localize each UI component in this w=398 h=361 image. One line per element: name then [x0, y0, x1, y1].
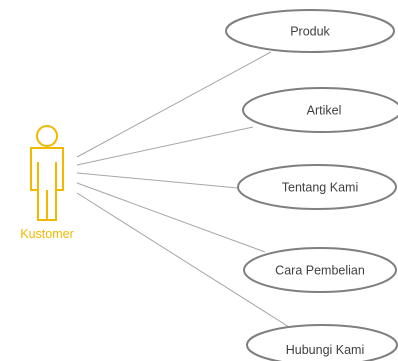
association-hubungi-kami — [76, 192, 290, 328]
use-case-label: Produk — [290, 25, 330, 39]
use-case-ellipse — [243, 247, 397, 293]
actor-kustomer[interactable]: Kustomer — [20, 125, 74, 241]
actor-figure-icon — [30, 125, 64, 221]
use-case-produk[interactable]: Produk — [225, 9, 395, 53]
use-case-hubungi-kami[interactable]: Hubungi Kami — [246, 324, 398, 361]
actor-head — [36, 125, 58, 147]
use-case-cara-pembelian[interactable]: Cara Pembelian — [243, 247, 397, 293]
use-case-tentang-kami[interactable]: Tentang Kami — [237, 164, 397, 210]
actor-body — [30, 147, 64, 221]
use-case-ellipse — [242, 87, 398, 133]
association-artikel — [76, 126, 254, 166]
use-case-ellipse — [246, 324, 398, 361]
use-case-label: Hubungi Kami — [286, 343, 365, 357]
associations — [76, 51, 290, 328]
use-case-label: Cara Pembelian — [275, 264, 365, 278]
association-produk — [76, 51, 272, 158]
association-cara-pembelian — [76, 182, 266, 253]
actor-label: Kustomer — [20, 227, 74, 241]
use-case-ellipse — [237, 164, 397, 210]
use-case-artikel[interactable]: Artikel — [242, 87, 398, 133]
use-case-label: Artikel — [307, 104, 342, 118]
use-case-ellipse — [225, 9, 395, 53]
use-case-label: Tentang Kami — [282, 181, 358, 195]
association-tentang-kami — [76, 172, 239, 189]
